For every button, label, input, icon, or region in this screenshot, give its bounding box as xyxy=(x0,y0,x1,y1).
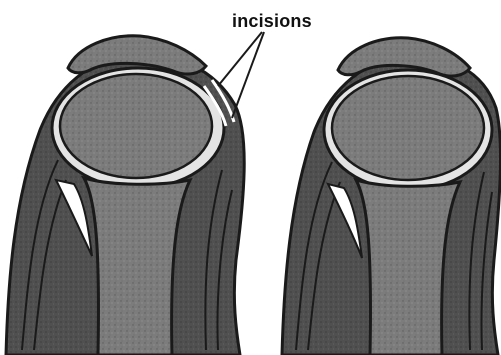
right-humeral-head xyxy=(332,76,484,180)
leader-line-upper xyxy=(218,32,262,86)
incisions-label: incisions xyxy=(232,11,312,32)
left-shoulder-figure xyxy=(6,36,244,355)
left-humeral-head xyxy=(60,74,212,178)
right-shoulder-figure xyxy=(282,38,500,355)
leader-line-lower xyxy=(232,32,264,118)
